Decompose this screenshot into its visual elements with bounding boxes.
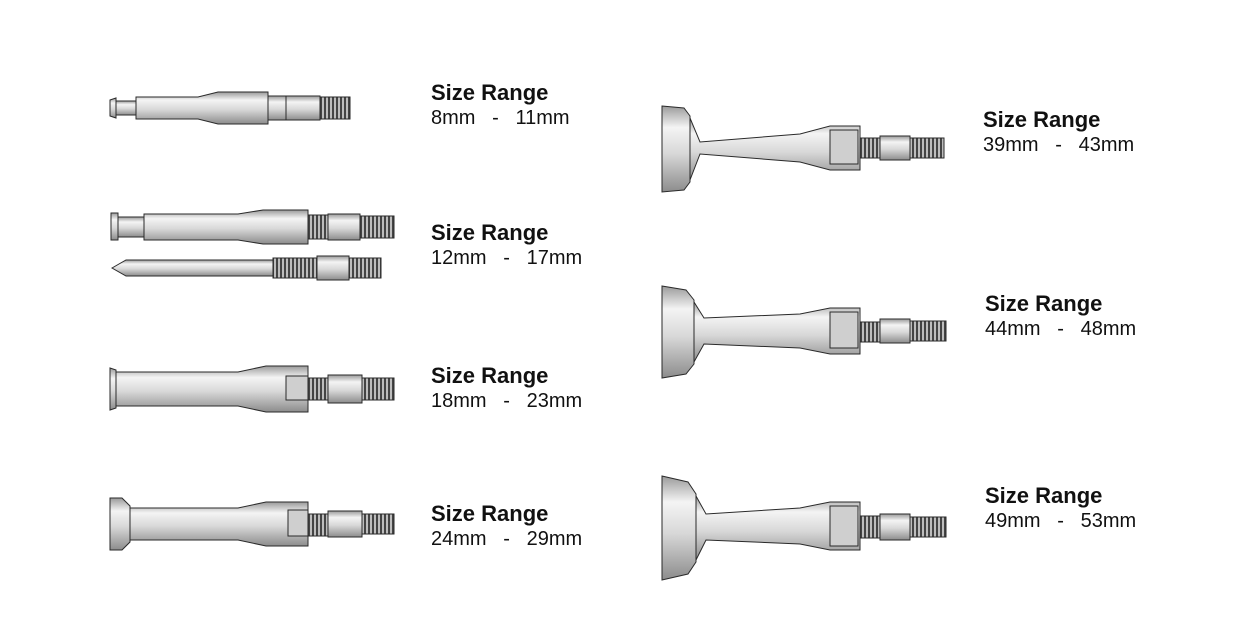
- size-range-title: Size Range: [431, 220, 549, 245]
- puller-tool-18-23mm: [109, 365, 395, 413]
- puller-tool-12-17mm: [110, 209, 395, 281]
- puller-tool-24-29mm: [109, 497, 395, 551]
- size-range-label-2: Size Range 12mm - 17mm: [431, 220, 582, 270]
- size-range-value: 39mm - 43mm: [983, 134, 1135, 156]
- size-range-value: 8mm - 11mm: [431, 107, 570, 129]
- puller-tool-44-48mm: [661, 285, 947, 379]
- size-range-title: Size Range: [985, 291, 1103, 316]
- size-range-title: Size Range: [985, 483, 1103, 508]
- size-range-value: 49mm - 53mm: [985, 510, 1137, 532]
- size-range-value: 44mm - 48mm: [985, 318, 1137, 340]
- size-range-title: Size Range: [431, 80, 549, 105]
- size-range-label-1: Size Range 8mm - 11mm: [431, 80, 570, 130]
- size-range-label-3: Size Range 18mm - 23mm: [431, 363, 582, 413]
- size-range-value: 18mm - 23mm: [431, 390, 583, 412]
- size-range-value: 24mm - 29mm: [431, 528, 583, 550]
- puller-tool-39-43mm: [661, 105, 945, 193]
- puller-tool-8-11mm: [109, 91, 351, 125]
- size-range-title: Size Range: [431, 363, 549, 388]
- size-range-label-7: Size Range 49mm - 53mm: [985, 483, 1136, 533]
- puller-tool-49-53mm: [661, 475, 947, 581]
- size-range-value: 12mm - 17mm: [431, 247, 583, 269]
- size-range-label-4: Size Range 24mm - 29mm: [431, 501, 582, 551]
- size-range-title: Size Range: [431, 501, 549, 526]
- size-range-label-5: Size Range 39mm - 43mm: [983, 107, 1134, 157]
- size-range-title: Size Range: [983, 107, 1101, 132]
- size-range-label-6: Size Range 44mm - 48mm: [985, 291, 1136, 341]
